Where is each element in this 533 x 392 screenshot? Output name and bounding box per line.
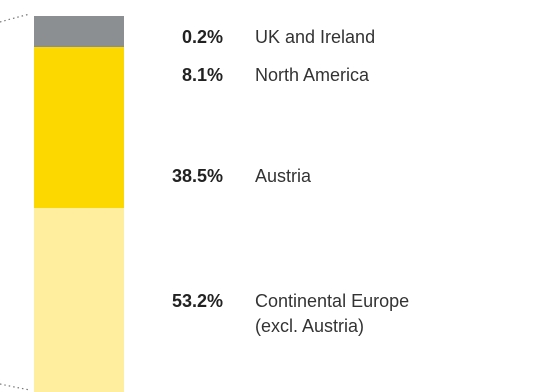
bar-segment-uk-ireland: [34, 16, 124, 47]
category-label-line-2: (excl. Austria): [255, 316, 365, 336]
value-label-continental-europe: 53.2%: [171, 291, 223, 311]
category-label-continental-europe: Continental Europe (excl. Austria): [255, 289, 409, 339]
connector-line-top: [0, 13, 31, 23]
bar-segment-continental-europe: [34, 208, 124, 392]
value-label-uk-ireland: 0.2%: [181, 27, 223, 47]
value-label-austria: 38.5%: [171, 166, 223, 186]
connector-line-bottom: [0, 383, 31, 391]
category-label-uk-ireland: UK and Ireland: [255, 27, 376, 47]
category-label-north-america: North America: [255, 65, 370, 85]
bar-segment-north-america: [34, 47, 124, 76]
value-label-north-america: 8.1%: [181, 65, 223, 85]
category-label-austria: Austria: [255, 166, 312, 186]
category-label-line-1: Continental Europe: [255, 291, 410, 311]
bar-segment-austria: [34, 75, 124, 209]
bar-segments: [34, 16, 124, 392]
